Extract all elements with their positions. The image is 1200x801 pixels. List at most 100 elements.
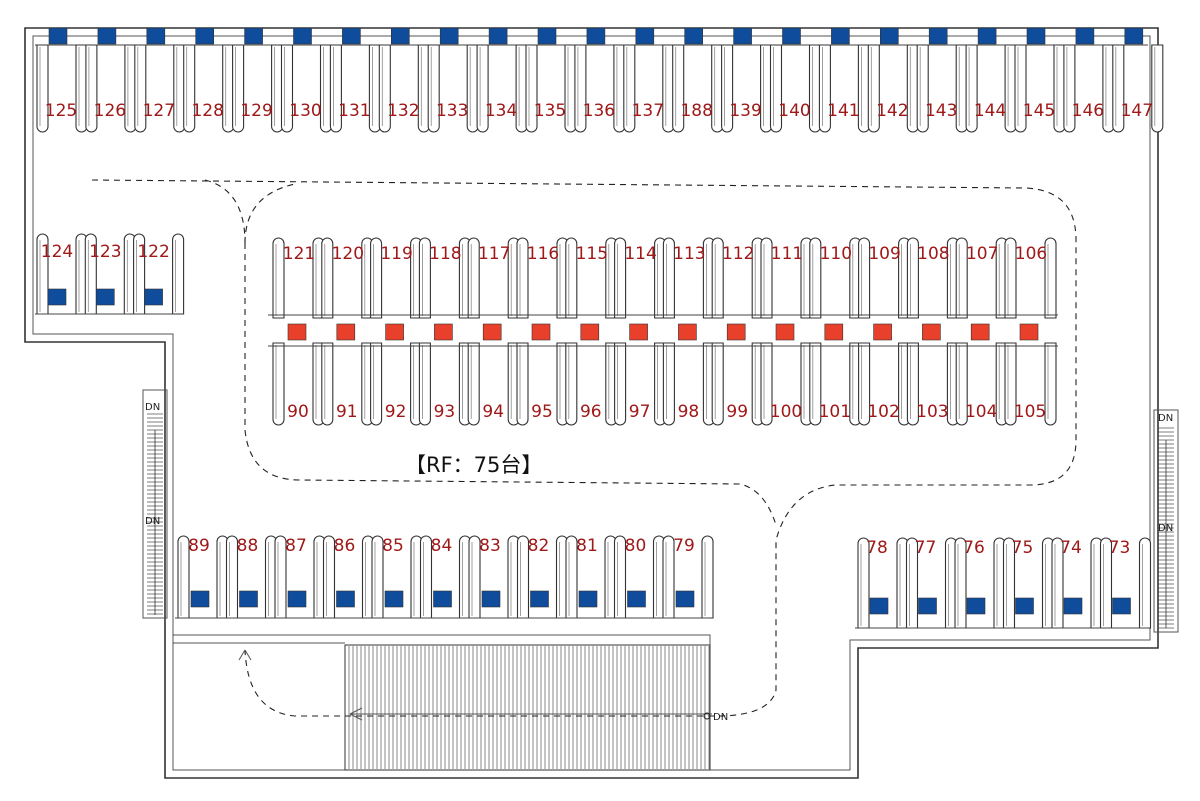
marker-center-14 <box>970 323 990 341</box>
rack-cl-3 <box>418 342 431 426</box>
space-110: 110 <box>820 244 852 264</box>
space-80: 80 <box>625 536 647 556</box>
marker-top-126 <box>97 27 117 45</box>
space-104: 104 <box>965 402 997 422</box>
rack-left-b-2 <box>172 233 185 315</box>
space-134: 134 <box>485 101 517 121</box>
stair-label-right-top: DN <box>1158 413 1173 424</box>
space-125: 125 <box>45 101 77 121</box>
space-115: 115 <box>576 244 608 264</box>
space-90: 90 <box>287 402 309 422</box>
space-107: 107 <box>966 244 998 264</box>
space-106: 106 <box>1015 244 1047 264</box>
space-135: 135 <box>534 101 566 121</box>
marker-br-77 <box>918 597 937 615</box>
space-122: 122 <box>137 242 169 262</box>
marker-top-146 <box>1075 27 1095 45</box>
rack-cl-8 <box>662 342 675 426</box>
space-79: 79 <box>673 536 695 556</box>
marker-left-123 <box>96 288 115 306</box>
space-76: 76 <box>963 538 985 558</box>
space-78: 78 <box>866 538 888 558</box>
marker-top-132 <box>390 27 410 45</box>
rack-cl-2 <box>370 342 383 426</box>
space-75: 75 <box>1012 538 1034 558</box>
space-146: 146 <box>1072 101 1104 121</box>
marker-bl-84 <box>433 590 452 608</box>
marker-left-122 <box>144 288 163 306</box>
driving-lanes <box>91 179 1077 721</box>
marker-center-11 <box>824 323 844 341</box>
space-140: 140 <box>778 101 810 121</box>
marker-top-127 <box>146 27 166 45</box>
marker-center-6 <box>580 323 600 341</box>
marker-center-8 <box>678 323 697 341</box>
marker-br-73 <box>1112 597 1131 615</box>
rack-cl-9 <box>711 342 724 426</box>
rack-cl-7 <box>614 342 627 426</box>
space-144: 144 <box>974 101 1006 121</box>
stair-label-left-top: DN <box>145 402 160 413</box>
marker-top-142 <box>879 27 899 45</box>
marker-center-7 <box>629 323 648 341</box>
marker-br-74 <box>1063 597 1083 615</box>
space-100: 100 <box>770 402 802 422</box>
space-73: 73 <box>1109 538 1131 558</box>
space-128: 128 <box>191 101 223 121</box>
marker-top-134 <box>488 27 508 45</box>
marker-center-12 <box>873 323 892 341</box>
marker-center-13 <box>922 323 941 341</box>
marker-top-136 <box>586 27 606 45</box>
marker-bl-85 <box>384 590 404 608</box>
space-86: 86 <box>334 536 356 556</box>
space-141: 141 <box>827 101 859 121</box>
marker-top-137 <box>635 27 655 45</box>
space-94: 94 <box>482 402 504 422</box>
space-127: 127 <box>143 101 175 121</box>
space-98: 98 <box>678 402 700 422</box>
space-126: 126 <box>94 101 126 121</box>
space-131: 131 <box>338 101 370 121</box>
rack-top-b-17 <box>906 44 919 133</box>
marker-top-131 <box>342 27 361 45</box>
rack-top-b-12 <box>662 44 675 133</box>
marker-center-1 <box>336 323 356 341</box>
space-113: 113 <box>673 244 705 264</box>
marker-top-130 <box>293 27 312 45</box>
marker-bl-89 <box>190 590 210 608</box>
space-84: 84 <box>431 536 453 556</box>
space-114: 114 <box>624 244 656 264</box>
floor-title: 【RF：75台】 <box>405 453 542 477</box>
marker-top-143 <box>928 27 948 45</box>
space-143: 143 <box>925 101 957 121</box>
space-124: 124 <box>41 242 73 262</box>
space-89: 89 <box>188 536 210 556</box>
marker-top-133 <box>439 27 459 45</box>
space-111: 111 <box>771 244 803 264</box>
marker-top-144 <box>977 27 997 45</box>
marker-br-78 <box>869 597 889 615</box>
space-93: 93 <box>434 402 456 422</box>
marker-top-188 <box>684 27 704 45</box>
space-77: 77 <box>915 538 937 558</box>
marker-bl-79 <box>675 590 695 608</box>
space-119: 119 <box>380 244 412 264</box>
space-132: 132 <box>387 101 419 121</box>
stairs-right <box>1153 409 1179 633</box>
rack-cl-4 <box>467 342 480 426</box>
rack-cl-0 <box>272 342 285 426</box>
space-121: 121 <box>283 244 315 264</box>
space-129: 129 <box>240 101 272 121</box>
marker-bl-86 <box>336 590 355 608</box>
marker-left-124 <box>47 288 67 306</box>
space-109: 109 <box>868 244 900 264</box>
ramp-outline <box>344 644 711 771</box>
space-136: 136 <box>583 101 615 121</box>
space-81: 81 <box>576 536 598 556</box>
marker-top-125 <box>48 27 68 45</box>
space-87: 87 <box>285 536 307 556</box>
building-outline <box>24 27 1159 779</box>
rack-br-b-5 <box>1138 537 1152 629</box>
